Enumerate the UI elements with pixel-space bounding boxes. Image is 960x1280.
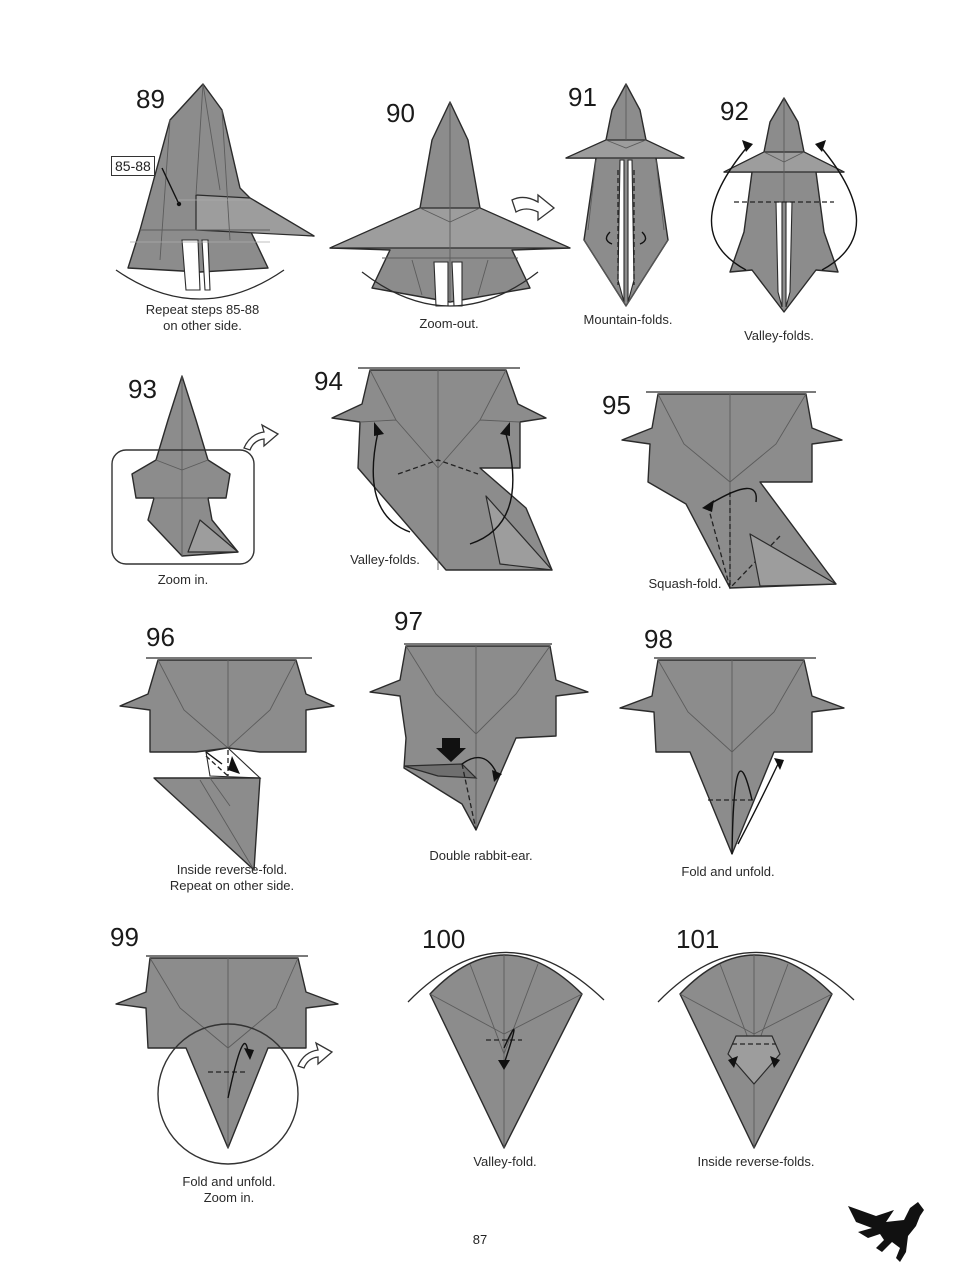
step-95: 95 Squash-fold. <box>600 384 860 594</box>
step-100-caption: Valley-fold. <box>440 1154 570 1170</box>
step-98-caption-line-1: Fold and unfold. <box>681 864 775 879</box>
step-99-number: 99 <box>110 922 139 952</box>
step-91-caption: Mountain-folds. <box>560 312 696 328</box>
step-91: 91 Mountain-folds. <box>560 80 700 340</box>
step-89-diagram <box>115 83 315 300</box>
step-99-diagram <box>115 955 339 1165</box>
zoom-arrow-icon <box>243 423 280 451</box>
step-96-number: 96 <box>146 622 175 652</box>
step-96-caption: Inside reverse-fold. Repeat on other sid… <box>140 862 324 894</box>
step-89-reference-box: 85-88 <box>111 156 155 176</box>
step-94: 94 Valley-folds. <box>310 364 570 574</box>
step-101-number: 101 <box>676 924 720 954</box>
step-98-diagram <box>619 657 845 855</box>
pegasus-silhouette-icon <box>848 1202 924 1262</box>
step-93-number: 93 <box>128 374 157 404</box>
step-101-caption-line-1: Inside reverse-folds. <box>697 1154 815 1169</box>
step-89-caption: Repeat steps 85-88 on other side. <box>100 302 305 334</box>
step-89-caption-line-1: Repeat steps 85-88 <box>145 302 260 317</box>
step-90: 90 Zoom-out. <box>322 90 582 340</box>
step-94-number: 94 <box>314 366 343 396</box>
step-97-caption: Double rabbit-ear. <box>406 848 556 864</box>
step-100-diagram <box>407 951 605 1149</box>
step-94-caption: Valley-folds. <box>330 552 440 568</box>
step-98-number: 98 <box>644 624 673 654</box>
step-95-caption: Squash-fold. <box>620 576 750 592</box>
step-94-caption-line-1: Valley-folds. <box>350 552 420 567</box>
step-92-caption-line-1: Valley-folds. <box>744 328 814 343</box>
step-92-diagram <box>710 97 858 313</box>
step-93-diagram <box>111 375 255 565</box>
step-90-number: 90 <box>386 98 415 128</box>
step-95-number: 95 <box>602 390 631 420</box>
step-91-diagram <box>565 83 685 307</box>
step-99-caption: Fold and unfold. Zoom in. <box>154 1174 304 1206</box>
step-99-caption-line-2: Zoom in. <box>203 1190 255 1205</box>
step-89-number: 89 <box>136 84 165 114</box>
step-90-caption: Zoom-out. <box>374 316 524 332</box>
step-100-caption-line-1: Valley-fold. <box>473 1154 537 1169</box>
step-96-caption-line-1: Inside reverse-fold. <box>176 862 288 877</box>
step-100-number: 100 <box>422 924 466 954</box>
step-97: 97 Double rabbit-ear. <box>366 604 596 864</box>
page-number: 87 <box>472 1232 488 1247</box>
step-95-caption-line-1: Squash-fold. <box>648 576 722 591</box>
step-97-diagram <box>369 643 589 831</box>
step-91-caption-line-1: Mountain-folds. <box>583 312 673 327</box>
step-96-diagram <box>119 657 335 871</box>
step-96: 96 Inside reverse-fold. Repeat on other … <box>110 620 340 900</box>
step-94-diagram <box>331 367 553 571</box>
step-98: 98 Fold and unfold. <box>614 622 850 882</box>
step-96-caption-line-2: Repeat on other side. <box>169 878 295 893</box>
step-89-caption-line-2: on other side. <box>163 318 242 333</box>
step-99: 99 Fold and unfold. Zoom in. <box>100 922 340 1212</box>
step-93: 93 Zoom in. <box>108 370 288 600</box>
turn-over-arrow-icon <box>511 193 556 222</box>
step-98-caption: Fold and unfold. <box>658 864 798 880</box>
step-97-caption-line-1: Double rabbit-ear. <box>429 848 533 863</box>
step-101-diagram <box>657 951 855 1149</box>
step-92-caption: Valley-folds. <box>714 328 844 344</box>
step-95-diagram <box>621 391 843 590</box>
step-92: 92 Valley-folds. <box>706 92 866 352</box>
step-97-number: 97 <box>394 606 423 636</box>
step-90-diagram <box>329 101 571 307</box>
step-90-caption-line-1: Zoom-out. <box>419 316 479 331</box>
step-93-caption: Zoom in. <box>118 572 248 588</box>
step-91-number: 91 <box>568 82 597 112</box>
step-101: 101 Inside reverse-folds. <box>650 924 870 1184</box>
step-93-caption-line-1: Zoom in. <box>157 572 209 587</box>
step-92-number: 92 <box>720 96 749 126</box>
step-100: 100 Valley-fold. <box>400 924 620 1184</box>
zoom-arrow-icon <box>297 1041 334 1069</box>
step-101-caption: Inside reverse-folds. <box>676 1154 836 1170</box>
step-99-caption-line-1: Fold and unfold. <box>182 1174 276 1189</box>
step-89: 85-88 89 Repeat steps 85-88 on other sid… <box>100 80 330 340</box>
